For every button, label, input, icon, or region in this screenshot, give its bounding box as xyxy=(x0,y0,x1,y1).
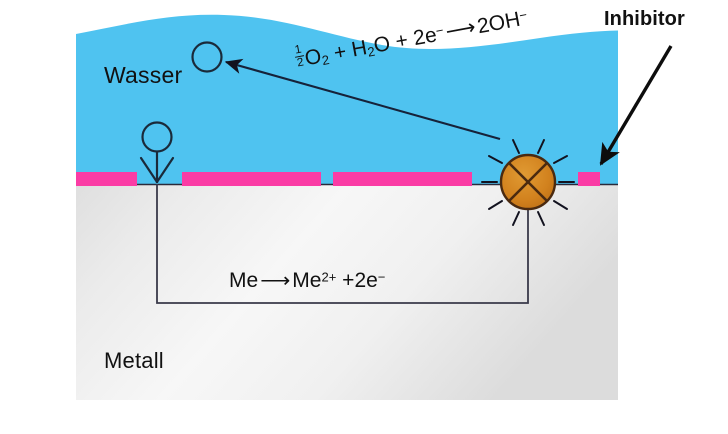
eq-plus-2: + xyxy=(393,28,410,54)
eq-plus-1: + xyxy=(331,40,349,65)
eq-electrons-charge: − xyxy=(377,269,386,285)
eq-o2-sub: 2 xyxy=(320,52,331,69)
eq-me: Me xyxy=(229,269,259,292)
inhibitor-pointer-arrow xyxy=(599,45,673,166)
inhibitor-segment xyxy=(76,172,137,186)
water-region xyxy=(76,14,618,186)
eq-me-ion-charge: 2+ xyxy=(321,269,337,285)
cathode-arrow-icon xyxy=(139,156,175,184)
oxygen-bubble-upper xyxy=(191,41,223,73)
eq-arrow-icon: ⟶ xyxy=(260,269,291,292)
anode-cross-stroke xyxy=(508,162,548,202)
inhibitor-callout-label: Inhibitor xyxy=(604,8,685,30)
eq-me-ion: Me xyxy=(292,269,322,292)
anode-rays-icon xyxy=(481,139,575,226)
eq-o: O xyxy=(371,31,393,58)
inhibitor-segment xyxy=(182,172,321,186)
inhibitor-segment xyxy=(578,172,600,186)
eq-electrons: 2e xyxy=(354,269,378,292)
anodic-reaction-equation: Me⟶Me2+ +2e− xyxy=(229,268,385,293)
inhibitor-segment xyxy=(333,172,472,186)
cathodic-reaction-arrow xyxy=(224,58,501,141)
eq-o2: O xyxy=(303,44,324,71)
eq-plus: + xyxy=(342,269,355,292)
water-region-label: Wasser xyxy=(104,62,183,88)
metal-region-label: Metall xyxy=(104,348,164,373)
electron-circuit-path xyxy=(156,184,529,304)
